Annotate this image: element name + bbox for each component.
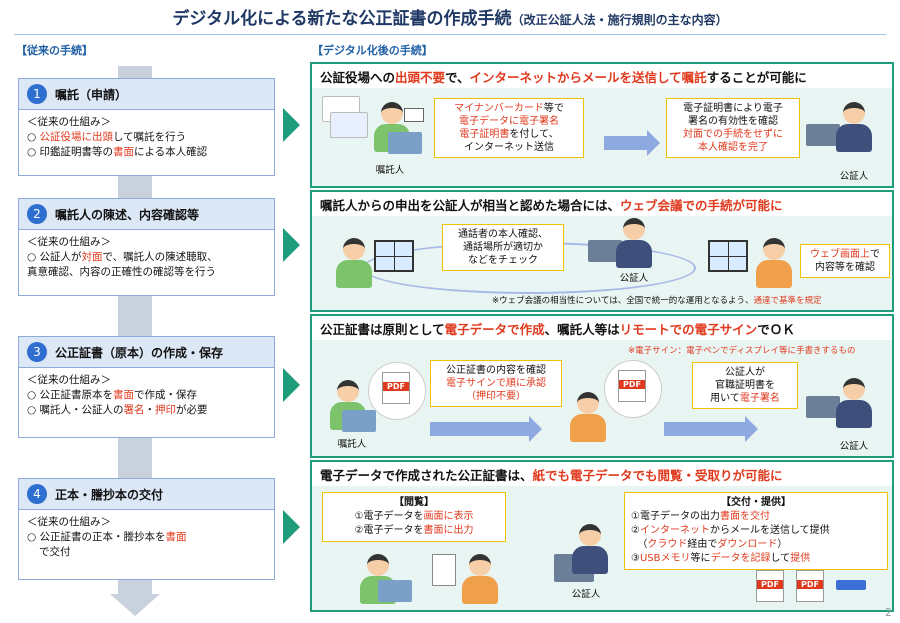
step-2-header: 2 嘱託人の陳述、内容確認等: [19, 199, 274, 230]
step-number: 3: [27, 342, 47, 362]
system-label: ＜従来の仕組み＞: [27, 516, 111, 528]
step-3-header: 3 公正証書（原本）の作成・保存: [19, 337, 274, 368]
callout-approve: 公正証書の内容を確認電子サインで順に承認（押印不要）: [430, 360, 562, 407]
callout-verify: 電子証明書により電子 署名の有効性を確認 対面での手続をせずに 本人確認を完了: [666, 98, 800, 158]
step-line: ○ 公正証書原本を書面で作成・保存: [27, 389, 197, 401]
panel-web-meeting: 嘱託人からの申出を公証人が相当と認めた場合には、ウェブ会議での手続が可能に 通話…: [310, 190, 894, 312]
step-2: 2 嘱託人の陳述、内容確認等 ＜従来の仕組み＞ ○ 公証人が対面で、嘱託人の陳述…: [18, 198, 275, 296]
step-line: ○ 嘱託人・公証人の署名・押印が必要: [27, 404, 208, 416]
step-1-header: 1 嘱託（申請）: [19, 79, 274, 110]
panel-electronic-creation: 公正証書は原則として電子データで作成、嘱託人等はリモートでの電子サインでＯＫ ※…: [310, 314, 894, 458]
web-meeting-note: ※ウェブ会議の相当性については、全国で統一的な運用となるよう、通達で基準を規定: [492, 296, 822, 306]
panel-delivery: 電子データで作成された公正証書は、紙でも電子データでも閲覧・受取りが可能に 【閲…: [310, 460, 894, 612]
page-number: 2: [885, 606, 892, 619]
pdf-document-icon: PDF: [796, 570, 824, 602]
computer-icon: [588, 240, 622, 262]
step-title: 正本・謄抄本の交付: [55, 487, 164, 502]
right-header: 【デジタル化後の手続】: [312, 44, 433, 57]
step-body: ＜従来の仕組み＞ ○ 公正証書の正本・謄抄本を書面 で交付: [19, 510, 274, 565]
panel-heading: 電子データで作成された公正証書は、紙でも電子データでも閲覧・受取りが可能に: [312, 462, 892, 486]
step-line: 真意確認、内容の正確性の確認等を行う: [27, 266, 216, 278]
step-line: ○ 印鑑証明書等の書面による本人確認: [27, 146, 208, 158]
step-line: ○ 公証人が対面で、嘱託人の陳述聴取、: [27, 251, 218, 263]
system-label: ＜従来の仕組み＞: [27, 116, 111, 128]
step-line: ○ 公正証書の正本・謄抄本を書面: [27, 531, 187, 543]
process-spine-tip: [110, 594, 160, 616]
step-number: 1: [27, 84, 47, 104]
step-title: 公正証書（原本）の作成・保存: [55, 345, 224, 360]
arrow-right-icon: [283, 368, 300, 402]
notary-person-icon: [832, 378, 876, 430]
flow-arrow-icon: [604, 130, 660, 156]
step-line: で交付: [39, 546, 71, 558]
panel-heading: 公正証書は原則として電子データで作成、嘱託人等はリモートでの電子サインでＯＫ: [312, 316, 892, 340]
video-call-monitor-icon: [374, 240, 414, 272]
delivery-box: 【交付・提供】 ①電子データの出力書面を交付 ②インターネットからメールを送信し…: [624, 492, 888, 570]
step-body: ＜従来の仕組み＞ ○ 公証人が対面で、嘱託人の陳述聴取、 真意確認、内容の正確性…: [19, 230, 274, 285]
arrow-right-icon: [283, 108, 300, 142]
pdf-document-icon: PDF: [618, 370, 646, 402]
notary-person-icon: [568, 524, 612, 576]
notary-caption: 公証人: [839, 171, 869, 182]
client-person-icon: [752, 238, 796, 290]
id-card-icon: [330, 112, 368, 138]
client-caption: 嘱託人: [337, 439, 367, 450]
notary-caption: 公証人: [839, 441, 869, 452]
notary-caption: 公証人: [619, 273, 649, 284]
left-header: 【従来の手続】: [16, 44, 93, 57]
video-call-monitor-icon: [708, 240, 748, 272]
email-icon: [404, 108, 424, 122]
arrow-right-icon: [283, 228, 300, 262]
panel-online-request: 公証役場への出頭不要で、インターネットからメールを送信して嘱託することが可能に …: [310, 62, 894, 188]
step-4-header: 4 正本・謄抄本の交付: [19, 479, 274, 510]
flow-arrow-icon: [664, 416, 758, 442]
panel-heading: 公証役場への出頭不要で、インターネットからメールを送信して嘱託することが可能に: [312, 64, 892, 88]
notary-person-icon: [832, 102, 876, 154]
client-person-icon: [458, 554, 502, 606]
step-number: 2: [27, 204, 47, 224]
client-person-icon: [332, 238, 376, 290]
step-body: ＜従来の仕組み＞ ○ 公正証書原本を書面で作成・保存 ○ 嘱託人・公証人の署名・…: [19, 368, 274, 423]
title-sub: （改正公証人法・施行規則の主な内容）: [511, 13, 728, 27]
step-title: 嘱託（申請）: [55, 87, 128, 102]
system-label: ＜従来の仕組み＞: [27, 374, 111, 386]
computer-icon: [806, 124, 840, 146]
pdf-document-icon: PDF: [756, 570, 784, 602]
step-title: 嘱託人の陳述、内容確認等: [55, 207, 200, 222]
arrow-right-icon: [283, 510, 300, 544]
system-label: ＜従来の仕組み＞: [27, 236, 111, 248]
computer-icon: [806, 396, 840, 418]
laptop-icon: [388, 132, 422, 154]
signing-bubble: [604, 360, 662, 418]
client-person-icon: [566, 392, 610, 444]
step-body: ＜従来の仕組み＞ ○ 公証役場に出頭して嘱託を行う ○ 印鑑証明書等の書面による…: [19, 110, 274, 165]
view-box: 【閲覧】 ①電子データを画面に表示 ②電子データを書面に出力: [322, 492, 506, 542]
panel-heading: 嘱託人からの申出を公証人が相当と認めた場合には、ウェブ会議での手続が可能に: [312, 192, 892, 216]
title-rule: [14, 34, 886, 35]
notary-person-icon: [612, 218, 656, 270]
page-title: デジタル化による新たな公正証書の作成手続（改正公証人法・施行規則の主な内容）: [0, 4, 900, 29]
callout-notary-sign: 公証人が官職証明書を用いて電子署名: [692, 362, 798, 409]
paper-document-icon: [432, 554, 456, 586]
step-3: 3 公正証書（原本）の作成・保存 ＜従来の仕組み＞ ○ 公正証書原本を書面で作成…: [18, 336, 275, 438]
usb-memory-icon: [836, 580, 866, 590]
step-line: ○ 公証役場に出頭して嘱託を行う: [27, 131, 187, 143]
e-sign-note: ※電子サイン：電子ペンでディスプレイ等に手書きするもの: [628, 346, 856, 356]
laptop-icon: [342, 410, 376, 432]
callout-check: 通話者の本人確認、通話場所が適切かなどをチェック: [442, 224, 564, 271]
step-number: 4: [27, 484, 47, 504]
client-caption: 嘱託人: [375, 165, 405, 176]
notary-caption: 公証人: [571, 589, 601, 600]
callout-send: マイナンバーカード等で 電子データに電子署名 電子証明書を付して、 インターネッ…: [434, 98, 584, 158]
callout-screen: ウェブ画面上で内容等を確認: [800, 244, 890, 278]
laptop-icon: [378, 580, 412, 602]
title-main: デジタル化による新たな公正証書の作成手続: [172, 9, 512, 29]
step-4: 4 正本・謄抄本の交付 ＜従来の仕組み＞ ○ 公正証書の正本・謄抄本を書面 で交…: [18, 478, 275, 580]
flow-arrow-icon: [430, 416, 542, 442]
pdf-document-icon: PDF: [382, 372, 410, 404]
step-1: 1 嘱託（申請） ＜従来の仕組み＞ ○ 公証役場に出頭して嘱託を行う ○ 印鑑証…: [18, 78, 275, 176]
